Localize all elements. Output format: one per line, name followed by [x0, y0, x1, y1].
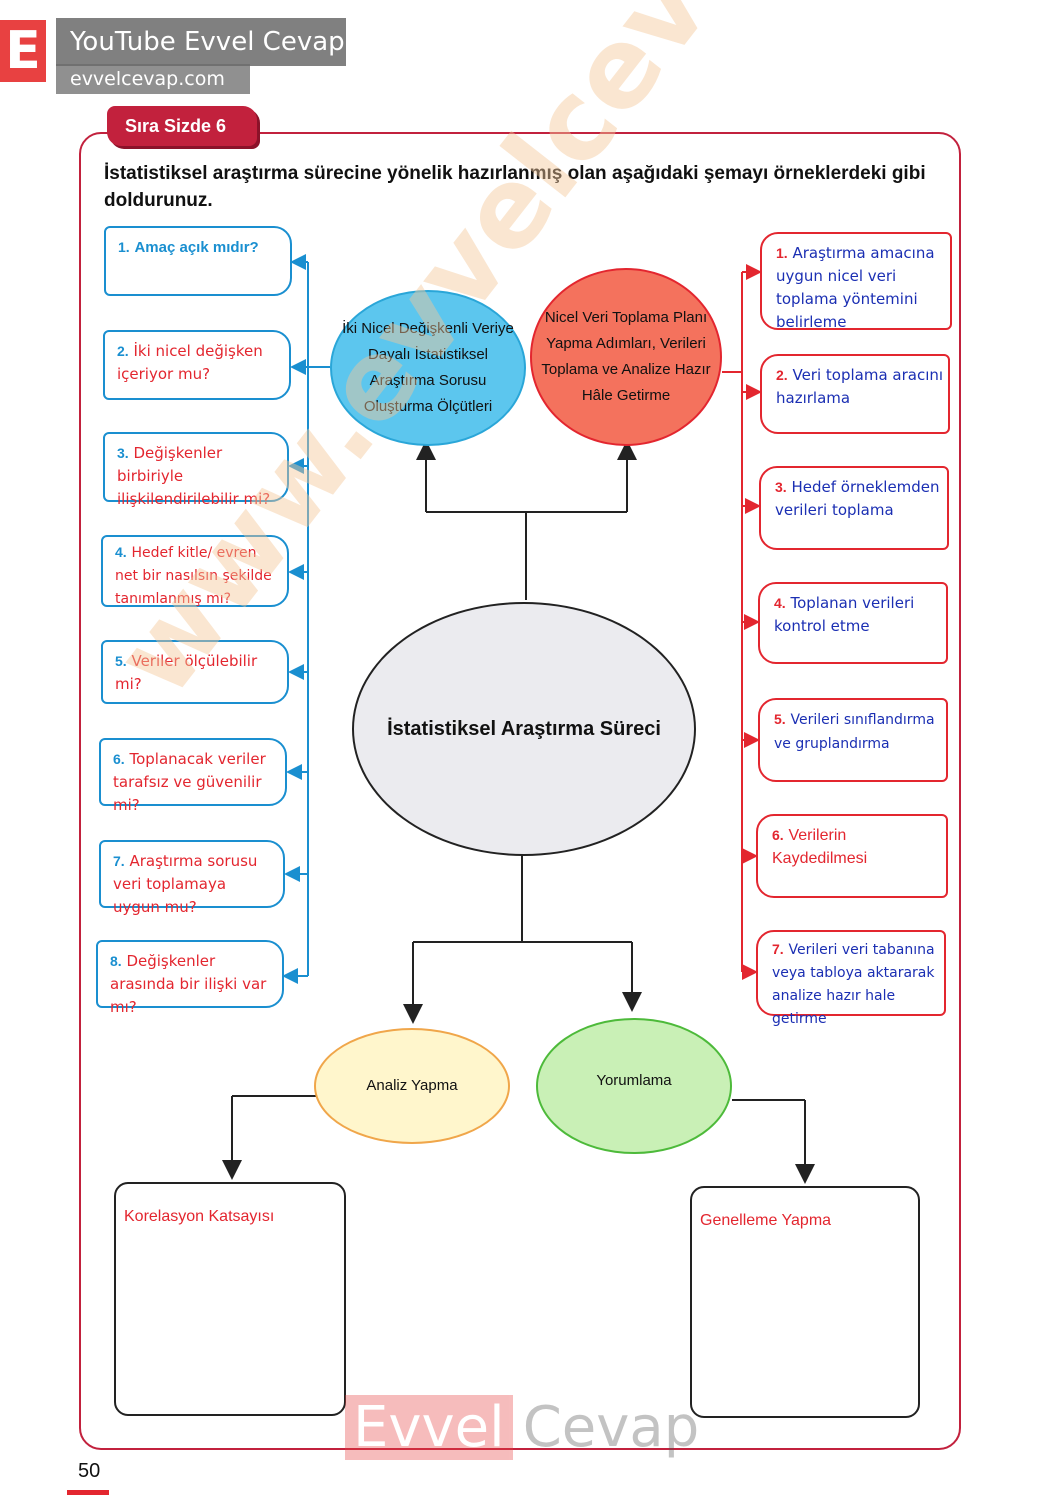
- analysis-circle-text: Analiz Yapma: [366, 1077, 458, 1094]
- right-item-6: 6. Verilerin Kaydedilmesi: [756, 814, 948, 898]
- item-text: Amaç açık mıdır?: [134, 239, 259, 256]
- item-number: 1.: [118, 239, 130, 255]
- item-number: 4.: [115, 544, 127, 560]
- data-collection-circle-text: Nicel Veri Toplama Planı Yapma Adımları,…: [541, 309, 711, 404]
- item-text: İki nicel değişken içeriyor mu?: [117, 342, 263, 383]
- bottom-watermark-part2: Cevap: [522, 1395, 700, 1460]
- activity-frame: [79, 132, 961, 1450]
- center-circle-title: İstatistiksel Araştırma Süreci: [387, 718, 661, 740]
- generalization-box-text: Genelleme Yapma: [700, 1212, 832, 1229]
- right-item-2: 2. Veri toplama aracını hazırlama: [760, 354, 950, 434]
- right-item-5: 5. Verileri sınıflandırma ve gruplandırm…: [758, 698, 948, 782]
- right-item-4: 4. Toplanan verileri kontrol etme: [758, 582, 948, 664]
- correlation-box: Korelasyon Katsayısı: [114, 1182, 346, 1416]
- item-number: 2.: [776, 367, 788, 383]
- item-text: Araştırma amacına uygun nicel veri topla…: [776, 244, 935, 331]
- left-item-4: 4. Hedef kitle/ evren net bir nasılsın ş…: [101, 535, 289, 607]
- item-text: Verileri veri tabanına veya tabloya akta…: [772, 942, 935, 1027]
- item-number: 7.: [772, 941, 784, 957]
- page-number-bar: [67, 1490, 109, 1495]
- item-number: 1.: [776, 245, 788, 261]
- item-number: 3.: [775, 479, 787, 495]
- item-number: 2.: [117, 343, 129, 359]
- left-item-7: 7. Araştırma sorusu veri toplamaya uygun…: [99, 840, 285, 916]
- item-number: 5.: [774, 711, 786, 727]
- item-text: Araştırma sorusu veri toplamaya uygun mu…: [113, 852, 258, 916]
- logo-title: YouTube Evvel Cevap: [56, 18, 346, 66]
- right-item-1: 1. Araştırma amacına uygun nicel veri to…: [760, 232, 952, 331]
- interpretation-circle: Yorumlama: [536, 1018, 732, 1154]
- item-number: 5.: [115, 653, 127, 669]
- right-branch-lines: [722, 264, 762, 980]
- data-collection-circle: Nicel Veri Toplama Planı Yapma Adımları,…: [530, 268, 722, 446]
- left-branch-lines: [282, 254, 330, 984]
- left-item-8: 8. Değişkenler arasında bir ilişki var m…: [96, 940, 284, 1016]
- page-number: 50: [78, 1460, 101, 1482]
- left-item-1: 1. Amaç açık mıdır?: [104, 226, 292, 296]
- item-number: 6.: [113, 751, 125, 767]
- left-item-5: 5. Veriler ölçülebilir mi?: [101, 640, 289, 704]
- item-number: 6.: [772, 827, 784, 843]
- item-number: 3.: [117, 445, 129, 461]
- logo-site: evvelcevap.com: [56, 64, 250, 94]
- left-item-3: 3. Değişkenler birbiriyle ilişkilendiril…: [103, 432, 289, 508]
- criteria-circle: İki Nicel Değişkenli Veriye Dayalı İstat…: [330, 290, 526, 446]
- analysis-circle: Analiz Yapma: [314, 1028, 510, 1144]
- center-circle: İstatistiksel Araştırma Süreci: [352, 602, 696, 856]
- item-number: 8.: [110, 953, 122, 969]
- bottom-watermark-part1: Evvel: [345, 1395, 513, 1460]
- item-text: Değişkenler birbiriyle ilişkilendirilebi…: [117, 444, 271, 508]
- item-text: Toplanacak veriler tarafsız ve güvenilir…: [113, 750, 266, 814]
- left-item-6: 6. Toplanacak veriler tarafsız ve güveni…: [99, 738, 287, 814]
- item-text: Veri toplama aracını hazırlama: [776, 366, 944, 407]
- interpretation-circle-text: Yorumlama: [596, 1072, 672, 1089]
- instruction-text: İstatistiksel araştırma sürecine yönelik…: [104, 163, 926, 211]
- center-connectors: [222, 440, 815, 1184]
- right-item-7: 7. Verileri veri tabanına veya tabloya a…: [756, 930, 946, 1027]
- section-badge: Sıra Sizde 6: [107, 106, 257, 146]
- item-number: 7.: [113, 853, 125, 869]
- correlation-box-text: Korelasyon Katsayısı: [124, 1208, 275, 1225]
- item-text: Toplanan verileri kontrol etme: [774, 594, 915, 635]
- generalization-box: Genelleme Yapma: [690, 1186, 920, 1418]
- criteria-circle-text: İki Nicel Değişkenli Veriye Dayalı İstat…: [342, 320, 514, 415]
- item-text: Verileri sınıflandırma ve gruplandırma: [774, 712, 935, 752]
- item-number: 4.: [774, 595, 786, 611]
- item-text: Veriler ölçülebilir mi?: [115, 652, 258, 693]
- item-text: Verilerin Kaydedilmesi: [772, 827, 868, 867]
- logo-letter: E: [0, 20, 46, 82]
- right-item-3: 3. Hedef örneklemden verileri toplama: [759, 466, 949, 550]
- item-text: Değişkenler arasında bir ilişki var mı?: [110, 952, 267, 1016]
- item-text: Hedef örneklemden verileri toplama: [775, 478, 940, 519]
- item-text: Hedef kitle/ evren net bir nasılsın şeki…: [115, 545, 272, 607]
- left-item-2: 2. İki nicel değişken içeriyor mu?: [103, 330, 291, 400]
